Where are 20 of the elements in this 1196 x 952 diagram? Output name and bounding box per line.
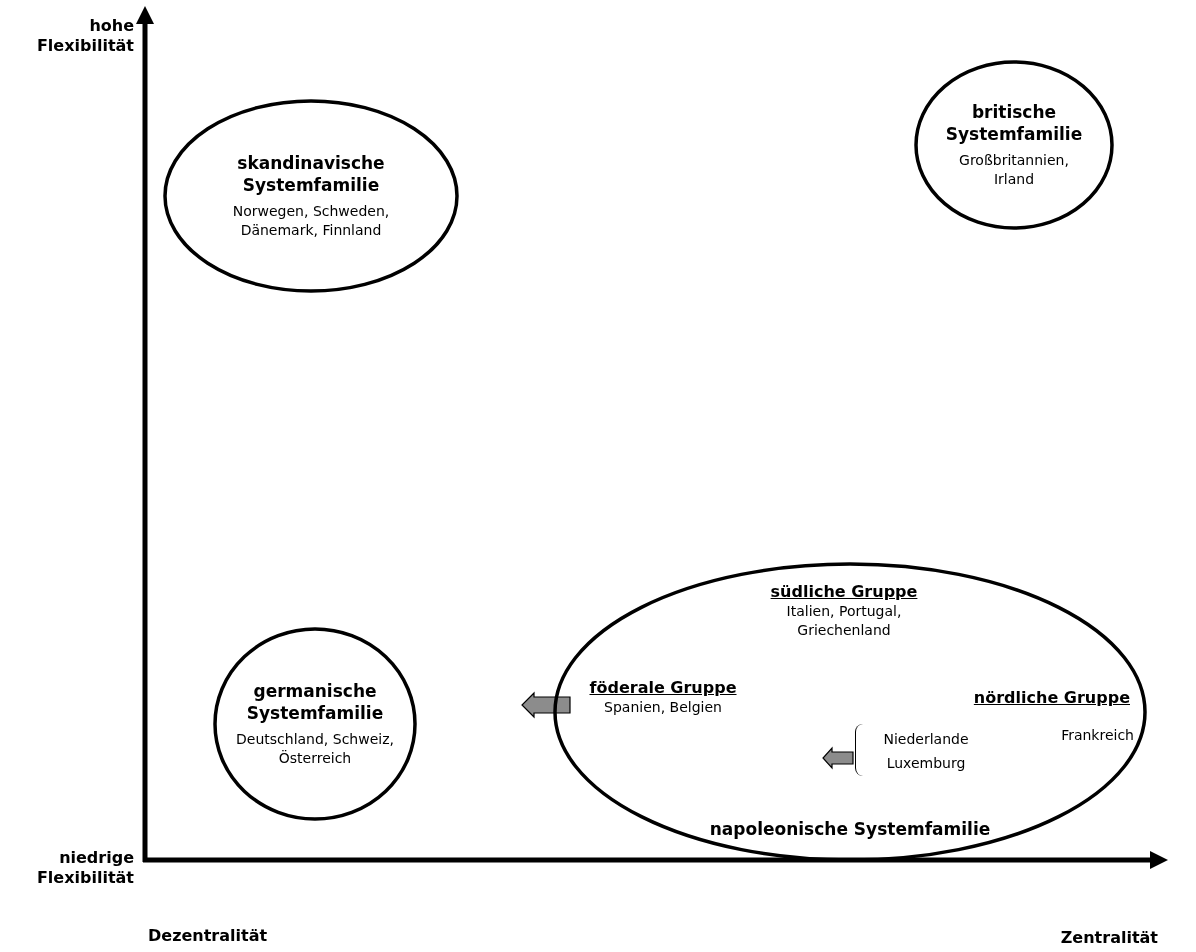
axis-label: niedrige Flexibilität — [35, 848, 134, 888]
axis-label: Zentralität — [1059, 928, 1158, 948]
group-heading: südliche Gruppe — [769, 582, 919, 602]
country-list: Frankreich — [1061, 726, 1134, 745]
country-list: Deutschland, Schweiz, Österreich — [233, 730, 397, 768]
country-list: Italien, Portugal, Griechenland — [754, 602, 934, 640]
group-heading: nördliche Gruppe — [973, 688, 1130, 708]
family-heading: britische Systemfamilie — [945, 101, 1083, 145]
block-arrow — [822, 746, 854, 770]
axis-label: hohe Flexibilität — [35, 16, 134, 56]
family-heading: germanische Systemfamilie — [245, 680, 385, 724]
family-heading: skandinavische Systemfamilie — [236, 152, 386, 196]
bracketed-country-group: Niederlande Luxemburg — [855, 724, 987, 776]
block-arrow — [521, 691, 571, 719]
country-list: Norwegen, Schweden, Dänemark, Finnland — [223, 202, 399, 240]
country-list: Großbritannien, Irland — [952, 151, 1076, 189]
country-list: Spanien, Belgien — [578, 698, 748, 717]
family-heading: napoleonische Systemfamilie — [708, 818, 992, 840]
axis-label: Dezentralität — [148, 926, 268, 946]
group-heading: föderale Gruppe — [588, 678, 738, 698]
